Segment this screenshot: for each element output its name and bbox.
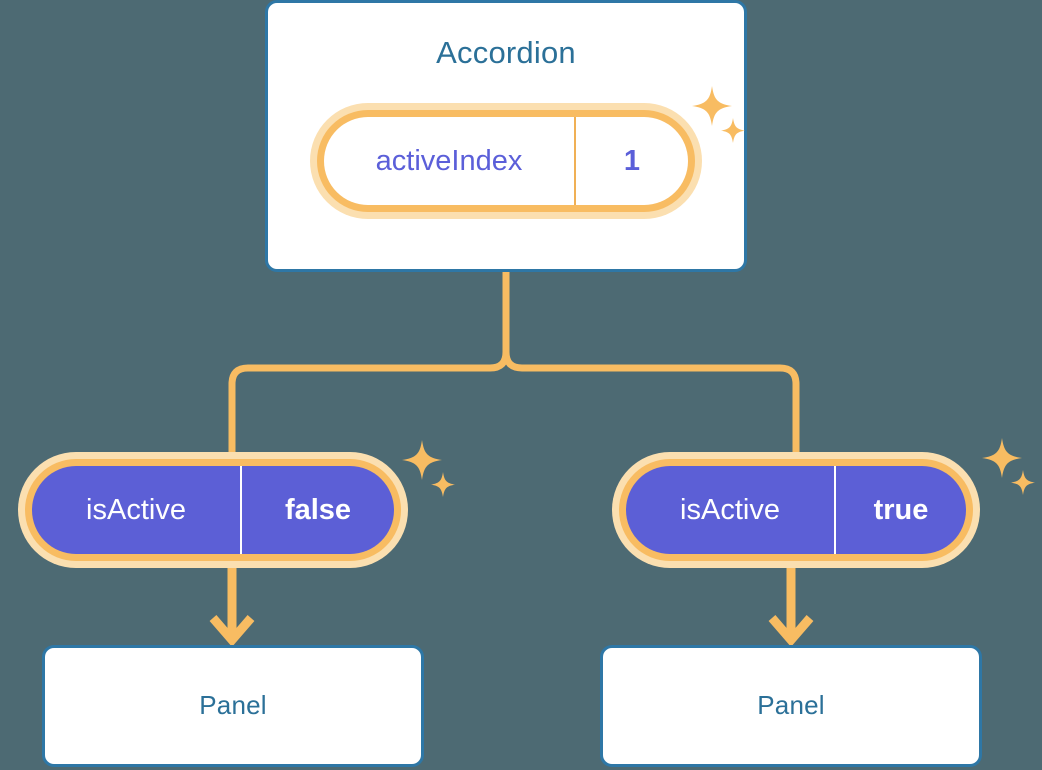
component-box-panel-left[interactable]: Panel	[42, 645, 424, 767]
sparkle-group-right	[982, 438, 1035, 495]
prop-pill-is-active-false[interactable]: isActive false	[32, 466, 394, 554]
connector-branch-right	[502, 348, 800, 470]
prop-pill-value: true	[873, 493, 929, 526]
component-title-panel-left: Panel	[199, 690, 267, 720]
four-point-star-large	[402, 440, 442, 480]
prop-pill-key: isActive	[626, 466, 836, 554]
arrow-down-icon-left	[209, 615, 255, 647]
prop-pill-key: isActive	[32, 466, 242, 554]
prop-pill-value: false	[284, 493, 352, 526]
prop-pill-is-active-true[interactable]: isActive true	[626, 466, 966, 554]
four-point-star-small	[1011, 470, 1035, 495]
state-pill-value: 1	[623, 144, 641, 177]
four-point-star-small	[431, 472, 455, 497]
state-pill-active-index[interactable]: activeIndex 1	[324, 117, 688, 205]
component-title-accordion: Accordion	[436, 35, 576, 70]
component-box-panel-right[interactable]: Panel	[600, 645, 982, 767]
connector-branch-left	[228, 348, 510, 470]
component-title-panel-right: Panel	[757, 690, 825, 720]
sparkle-group-left	[402, 440, 455, 497]
arrow-down-icon-right	[768, 615, 814, 647]
four-point-star-large	[982, 438, 1022, 478]
state-pill-key: activeIndex	[324, 117, 576, 205]
